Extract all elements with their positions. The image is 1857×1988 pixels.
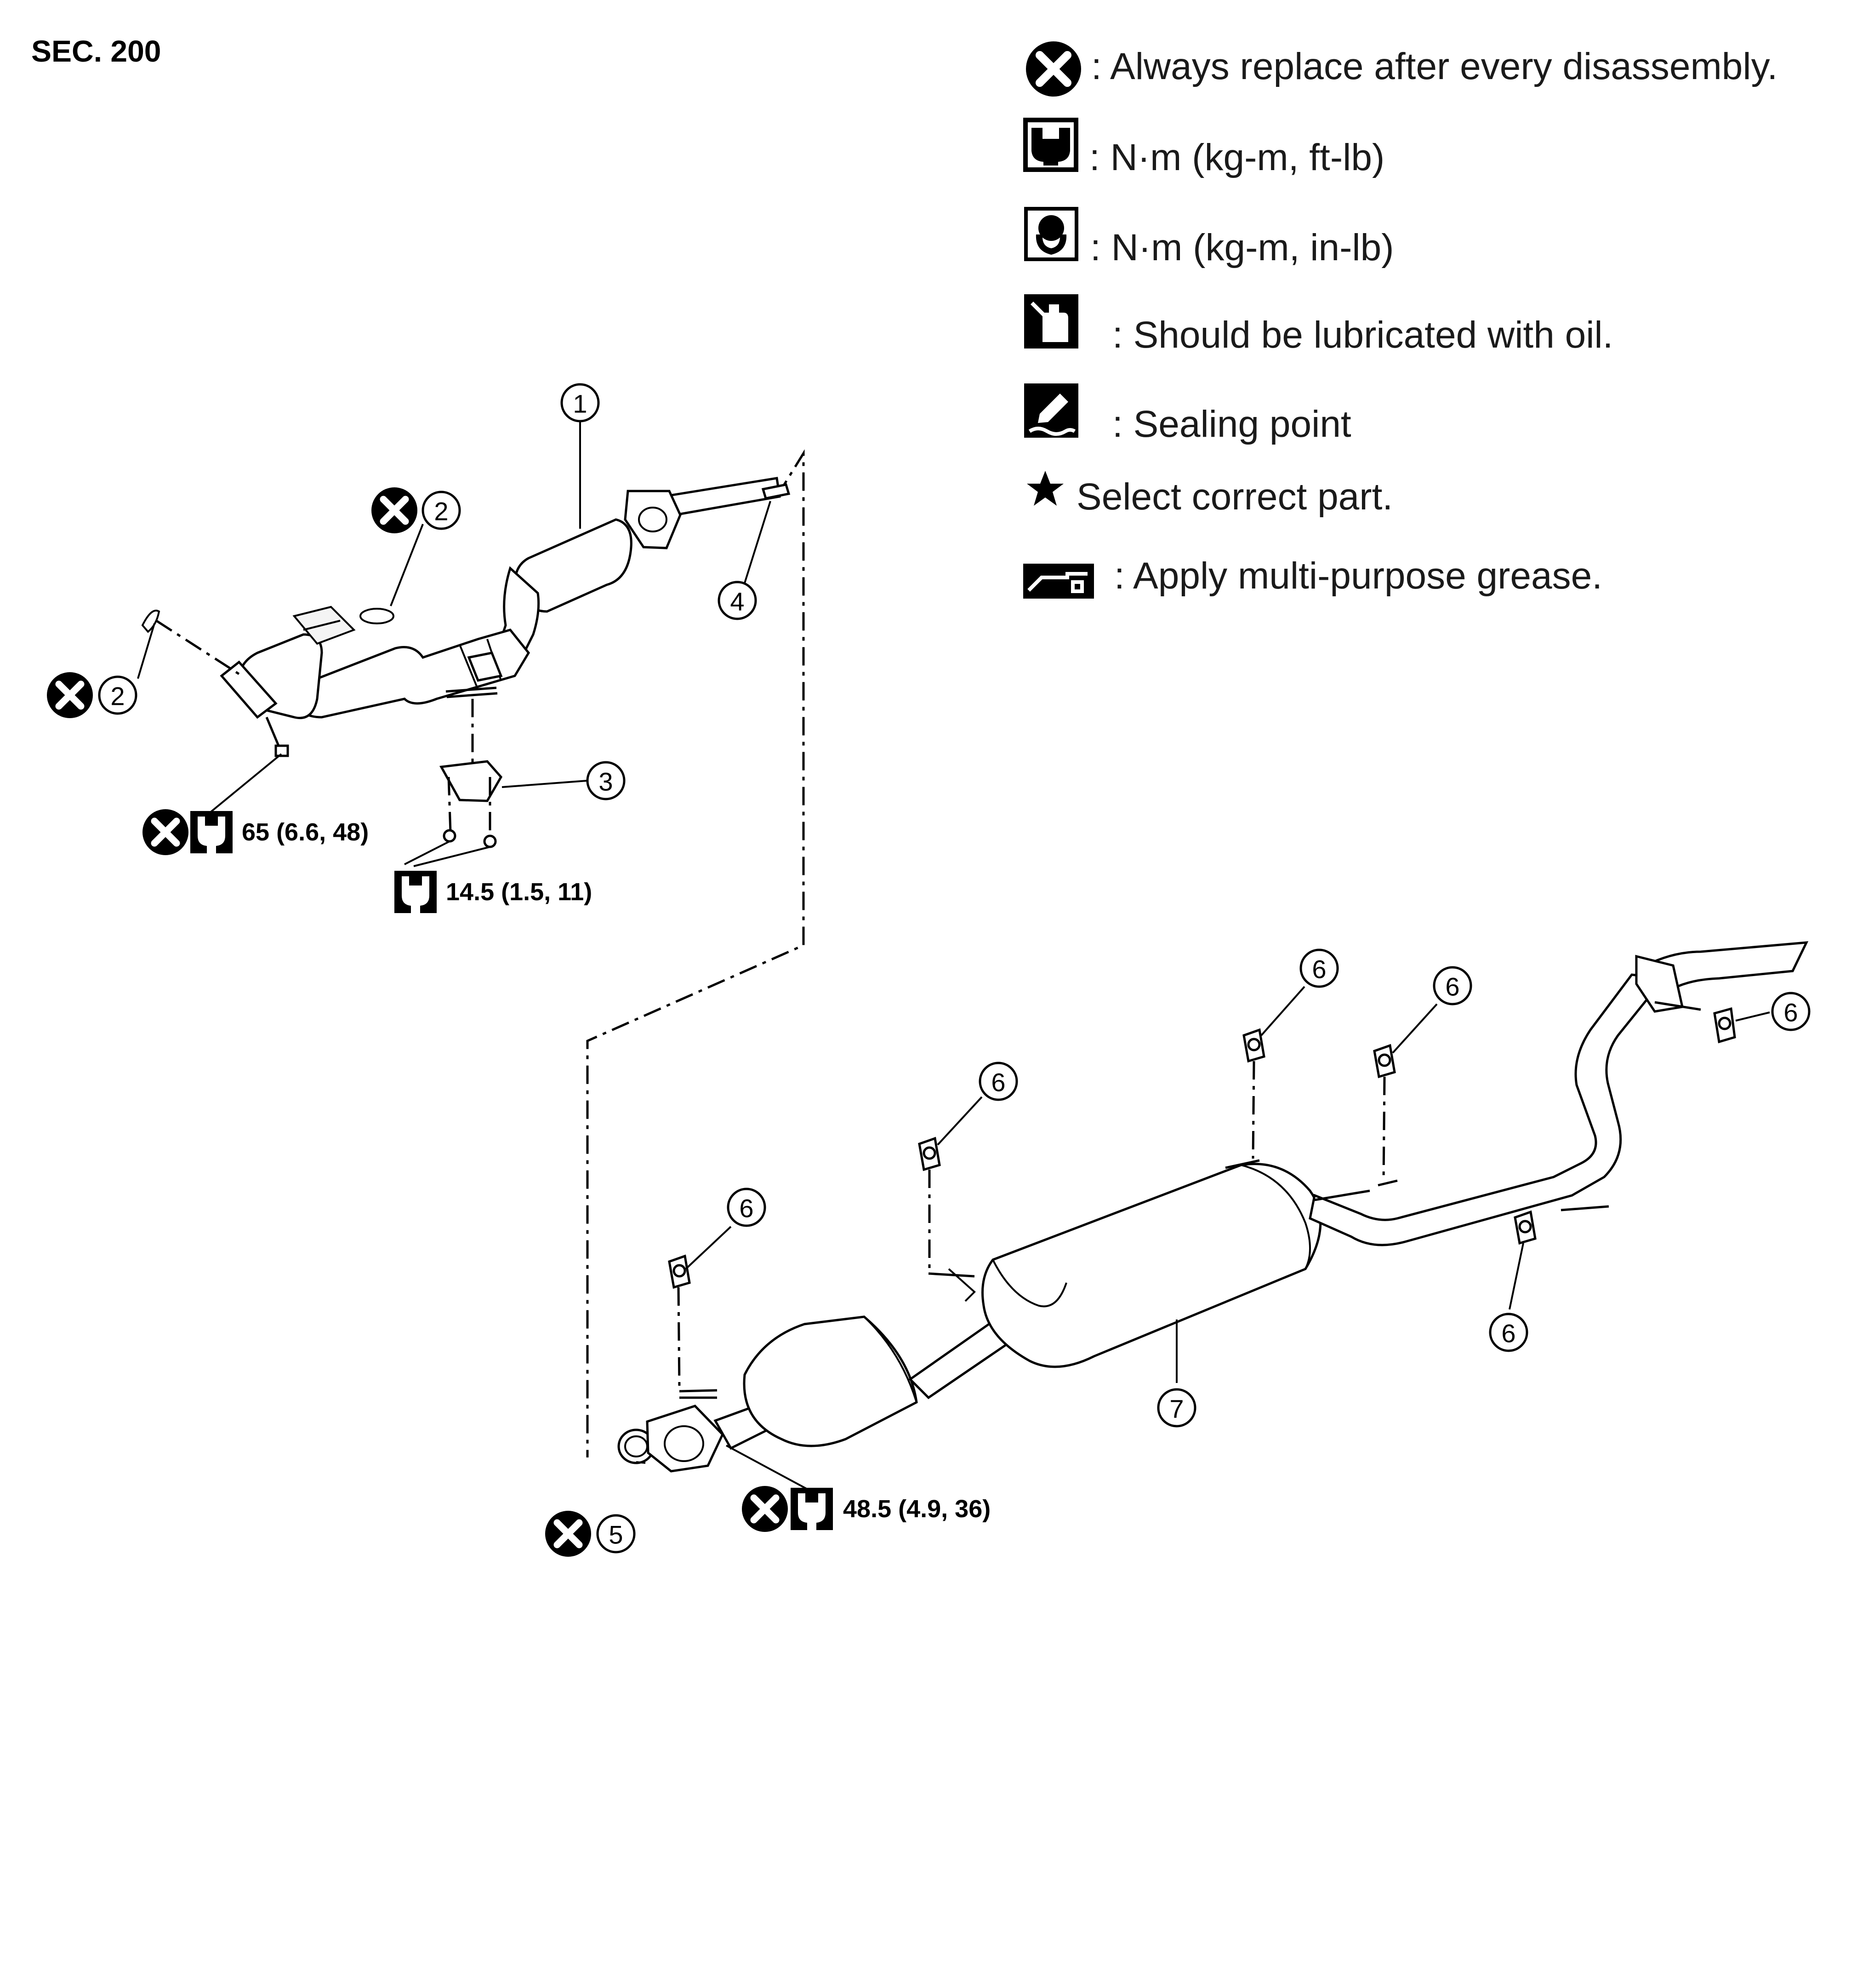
svg-text:6: 6 [1312, 955, 1326, 984]
torque-spec-bracket: 14.5 (1.5, 11) [394, 871, 592, 913]
front-leader-lines [137, 421, 771, 867]
rubber-mount [918, 1137, 941, 1171]
front-tube-flange [624, 490, 682, 549]
replace-icon [47, 672, 93, 718]
callout-7: 7 [1157, 1388, 1196, 1428]
rubber-mount [1373, 1044, 1396, 1079]
torque-value: 65 (6.6, 48) [242, 818, 369, 846]
tail-pipe [1309, 973, 1666, 1246]
svg-text:6: 6 [1445, 972, 1459, 1001]
callout-4: 4 [718, 581, 757, 620]
mounting-bracket-stud [467, 651, 503, 682]
mounting-bracket [439, 760, 503, 802]
svg-text:2: 2 [434, 497, 448, 526]
torque-wrench-icon [1023, 118, 1078, 172]
tail-pipe-finisher [1643, 941, 1809, 990]
stud-bolt [761, 483, 791, 500]
manifold-flange-left [220, 660, 278, 719]
front-tube-assembly [141, 449, 805, 1457]
callout-6: 6 [1489, 1313, 1528, 1352]
callout-3: 3 [586, 761, 626, 800]
callout-6: 6 [1771, 992, 1811, 1031]
svg-text:1: 1 [573, 389, 587, 418]
gasket-upper [359, 608, 394, 624]
legend-text-select: Select correct part. [1077, 476, 1393, 518]
callout-2: 2 [422, 491, 461, 530]
rubber-mount [1713, 1007, 1736, 1044]
rear-leader-lines [636, 986, 1770, 1491]
torque-value: 48.5 (4.9, 36) [843, 1495, 991, 1523]
gasket-left [141, 610, 160, 633]
replace-icon [371, 487, 417, 533]
callout-6: 6 [1299, 948, 1339, 988]
torque-wrench-icon [791, 1488, 833, 1530]
sealing-point-icon [1024, 383, 1078, 438]
main-muffler [981, 1163, 1322, 1368]
torque-wrench-inlb-icon [1024, 207, 1078, 261]
callout-2: 2 [98, 675, 137, 715]
legend-text-replace: : Always replace after every disassembly… [1091, 46, 1777, 87]
rubber-mount [668, 1254, 691, 1289]
center-muffler-inlet-flange [646, 1405, 724, 1473]
torque-wrench-icon [190, 811, 233, 853]
torque-spec-center-muffler: 48.5 (4.9, 36) [742, 1486, 991, 1532]
legend: : Always replace after every disassembly… [1023, 41, 1777, 599]
dashed-boundary [586, 449, 805, 1457]
legend-text-oil: : Should be lubricated with oil. [1112, 314, 1613, 356]
svg-text:6: 6 [991, 1068, 1005, 1097]
rear-exhaust-assembly [617, 941, 1809, 1473]
callout-5: 5 [596, 1514, 636, 1554]
replace-icon [142, 809, 188, 855]
legend-text-seal: : Sealing point [1112, 403, 1351, 445]
callout-6: 6 [979, 1062, 1018, 1101]
oil-can-icon [1024, 294, 1078, 348]
callout-6: 6 [727, 1188, 766, 1227]
svg-text:7: 7 [1169, 1394, 1184, 1423]
center-muffler [743, 1315, 918, 1447]
torque-value: 14.5 (1.5, 11) [446, 878, 592, 906]
star-icon [1027, 471, 1064, 506]
callout-1: 1 [560, 383, 600, 423]
rubber-mount [1514, 1210, 1537, 1245]
svg-text:6: 6 [739, 1194, 753, 1223]
torque-wrench-icon [394, 871, 437, 913]
svg-text:6: 6 [1501, 1319, 1515, 1348]
legend-text-ftlb: : N·m (kg-m, ft-lb) [1089, 137, 1384, 178]
replace-icon [742, 1486, 788, 1532]
legend-text-inlb: : N·m (kg-m, in-lb) [1090, 227, 1394, 268]
svg-text:3: 3 [598, 767, 613, 796]
callout-6: 6 [1433, 966, 1472, 1005]
torque-spec-front-bolt: 65 (6.6, 48) [142, 809, 369, 855]
section-label: SEC. 200 [31, 34, 161, 68]
grease-icon [1023, 564, 1094, 599]
replace-icon [545, 1511, 591, 1557]
callouts: 1 2 2 3 4 5 6 6 [98, 383, 1811, 1554]
rubber-mount [1242, 1028, 1265, 1063]
legend-text-grease: : Apply multi-purpose grease. [1114, 555, 1602, 597]
svg-text:2: 2 [110, 682, 125, 711]
svg-text:4: 4 [730, 587, 744, 616]
svg-text:5: 5 [609, 1520, 623, 1549]
replace-icon [1026, 41, 1081, 97]
svg-text:6: 6 [1783, 998, 1798, 1027]
